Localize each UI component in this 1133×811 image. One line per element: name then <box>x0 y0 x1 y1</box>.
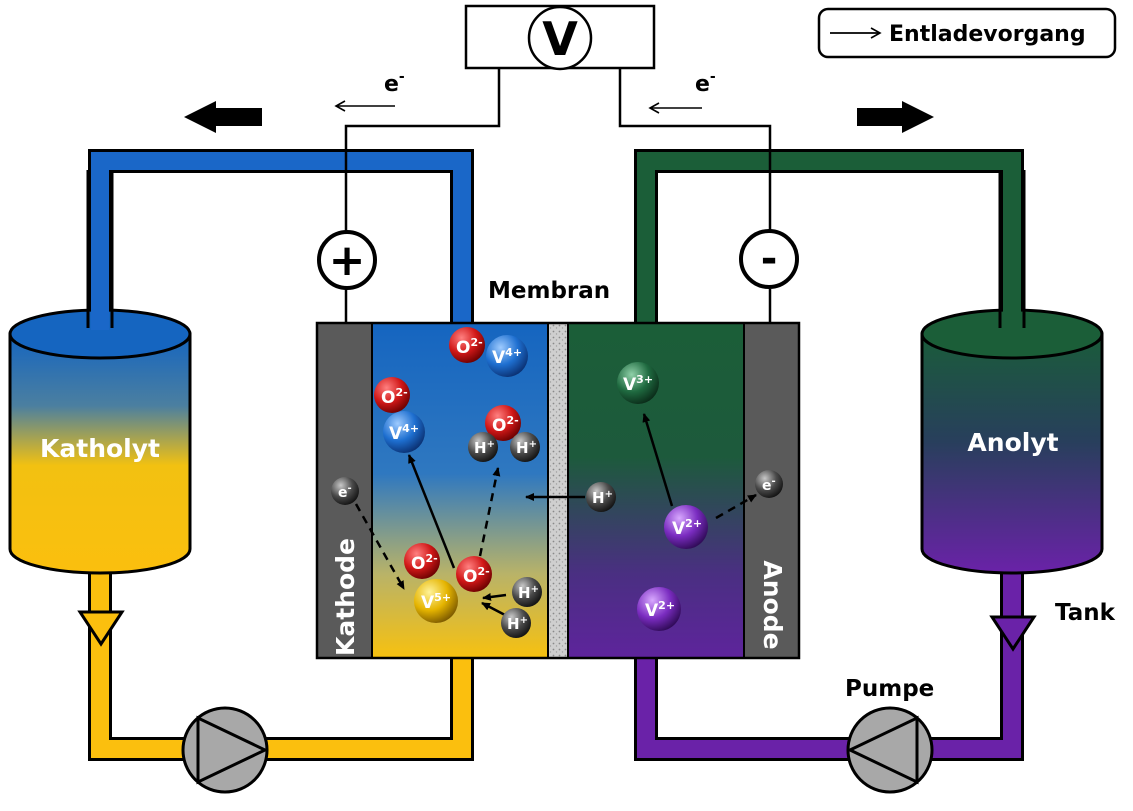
legend: Entladevorgang <box>817 7 1117 59</box>
catholyte-half-cell <box>372 323 548 658</box>
ions: O2- V4+ O2- V4+ O2- H+ H+ e- <box>331 327 783 638</box>
plus-symbol: + <box>329 235 366 286</box>
catholyte-pipe-bottom <box>88 572 474 761</box>
vanadium-4-ion: V4+ <box>486 335 528 377</box>
pump-label: Pumpe <box>845 676 934 702</box>
svg-text:H+: H+ <box>516 439 537 457</box>
anolyte-pipe-top <box>634 149 1024 326</box>
anolyte-pump <box>846 706 934 794</box>
proton: H+ <box>501 608 531 638</box>
catholyte-flow-direction-icon <box>77 610 125 647</box>
svg-text:e-: e- <box>762 476 776 494</box>
voltmeter-symbol: V <box>542 12 578 66</box>
proton: H+ <box>512 577 542 607</box>
svg-text:O2-: O2- <box>492 414 519 436</box>
svg-text:O2-: O2- <box>411 552 438 574</box>
positive-terminal: + <box>317 230 377 290</box>
svg-text:H+: H+ <box>507 615 528 633</box>
svg-text:V3+: V3+ <box>623 373 653 395</box>
anolyte-flow-direction-icon <box>989 615 1037 652</box>
electron-charge: - <box>399 69 405 85</box>
svg-text:e-: e- <box>338 483 352 501</box>
electron: e- <box>755 470 783 498</box>
electron-symbol: e <box>695 72 710 97</box>
proton: H+ <box>586 482 616 512</box>
pump-left-icon <box>846 715 919 785</box>
cathode-label: Kathode <box>331 538 360 656</box>
svg-text:V5+: V5+ <box>421 591 451 613</box>
svg-text:O2-: O2- <box>381 386 408 408</box>
minus-symbol: - <box>761 236 778 282</box>
oxide-ion: O2- <box>485 405 521 441</box>
flow-arrow-left-icon <box>184 101 262 133</box>
electron-flow-left: e- <box>334 69 405 112</box>
vanadium-2-ion: V2+ <box>664 505 708 549</box>
electron-flow-right: e- <box>648 69 716 114</box>
svg-text:O2-: O2- <box>463 565 490 587</box>
flow-arrow-right-icon <box>857 101 934 133</box>
anode-label: Anode <box>758 560 787 649</box>
anolyte-tank: Anolyt <box>920 160 1104 575</box>
svg-text:V2+: V2+ <box>645 599 675 621</box>
svg-text:V2+: V2+ <box>672 517 702 539</box>
svg-text:H+: H+ <box>518 584 539 602</box>
oxide-ion: O2- <box>456 556 492 592</box>
catholyte-pipe-top <box>88 149 474 326</box>
reaction-arrows <box>354 413 757 617</box>
anolyte-pipe-bottom <box>634 566 1024 761</box>
vanadium-4-ion: V4+ <box>383 411 425 453</box>
vanadium-3-ion: V3+ <box>617 362 659 404</box>
svg-text:V4+: V4+ <box>389 422 419 444</box>
catholyte-label: Katholyt <box>40 434 160 463</box>
electron-symbol: e <box>384 72 399 97</box>
oxide-ion: O2- <box>374 377 410 413</box>
negative-terminal: - <box>739 229 799 289</box>
electron-charge: - <box>710 69 716 85</box>
voltmeter: V <box>464 4 656 71</box>
membrane-label: Membran <box>488 278 610 304</box>
catholyte-tank: Katholyt <box>8 160 192 575</box>
proton: H+ <box>468 432 498 462</box>
external-circuit <box>344 66 772 323</box>
svg-text:e-: e- <box>695 69 716 97</box>
pump-right-icon <box>196 715 269 785</box>
svg-text:O2-: O2- <box>456 336 483 358</box>
tank-label: Tank <box>1055 600 1116 626</box>
oxide-ion: O2- <box>449 327 485 363</box>
svg-text:H+: H+ <box>592 489 613 507</box>
legend-label: Entladevorgang <box>889 22 1086 47</box>
oxide-ion: O2- <box>404 543 440 579</box>
membrane <box>548 323 568 658</box>
anolyte-label: Anolyt <box>967 428 1058 457</box>
vanadium-5-ion: V5+ <box>414 579 458 623</box>
svg-text:V4+: V4+ <box>492 346 522 368</box>
cell: Kathode Anode <box>315 321 801 660</box>
proton: H+ <box>510 432 540 462</box>
svg-text:e-: e- <box>384 69 405 97</box>
vanadium-2-ion: V2+ <box>637 587 681 631</box>
electron: e- <box>331 477 359 505</box>
svg-text:H+: H+ <box>474 439 495 457</box>
catholyte-pump <box>181 706 269 794</box>
